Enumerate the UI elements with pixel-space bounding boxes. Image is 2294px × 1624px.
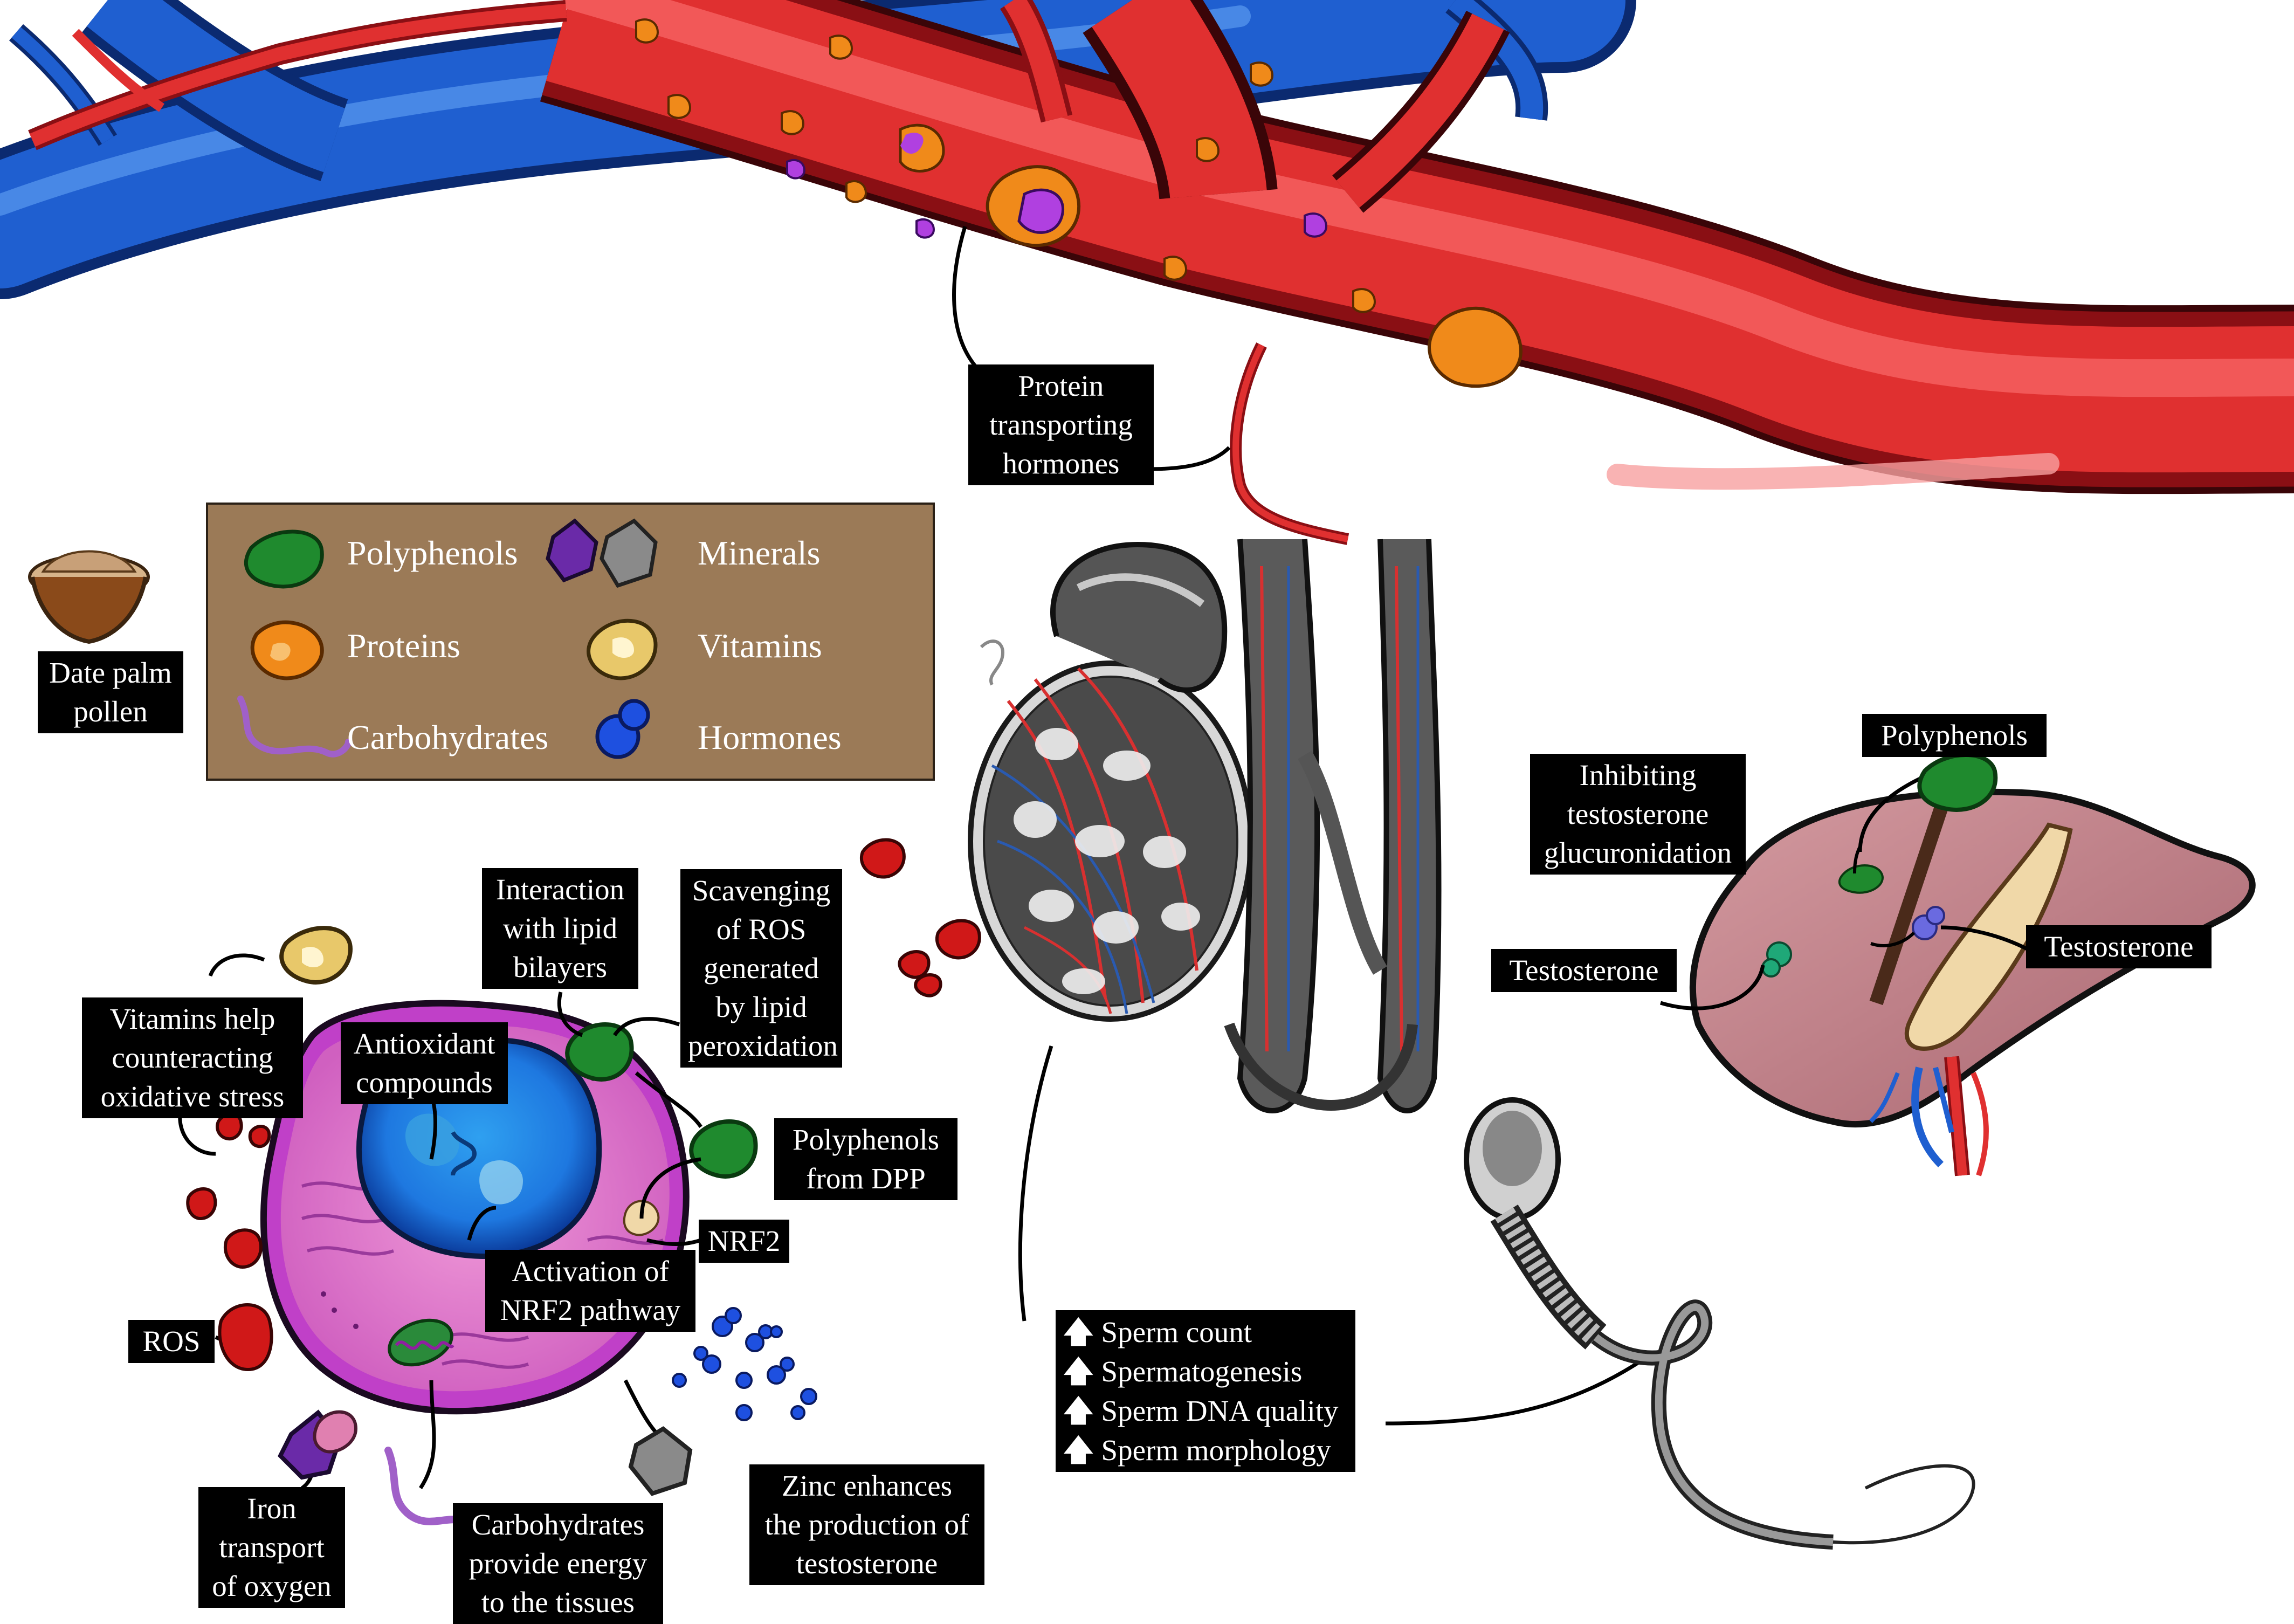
liver-illustration	[1689, 788, 2256, 1176]
connector-liver-testosterone-left	[1659, 965, 1765, 1010]
nrf2-label: NRF2	[699, 1220, 789, 1263]
connector-testis-outcomes	[1018, 1045, 1053, 1322]
pollen-bowl-icon	[28, 550, 150, 644]
connector-protein	[952, 225, 977, 368]
polyphenols-dpp-icon	[689, 1119, 758, 1179]
sperm-outcomes-list: 🡅Sperm count 🡅Spermatogenesis 🡅Sperm DNA…	[1056, 1310, 1355, 1472]
connector-liver-testosterone-right	[1940, 925, 2028, 951]
testosterone-left-label: Testosterone	[1491, 949, 1677, 992]
up-arrow-icon: 🡅	[1063, 1315, 1094, 1349]
legend-label-vitamins: Vitamins	[698, 627, 822, 665]
blood-particles	[635, 18, 1523, 388]
polyphenols-icon	[244, 529, 324, 589]
polyphenols-liver-icon	[1917, 753, 1998, 812]
ros-label: ROS	[128, 1320, 215, 1363]
legend-label-proteins: Proteins	[347, 627, 460, 665]
legend-label-carbohydrates: Carbohydrates	[347, 718, 549, 756]
polyphenols-membrane-icon	[565, 1022, 634, 1082]
legend-label-hormones: Hormones	[698, 718, 842, 756]
legend-label-polyphenols: Polyphenols	[347, 534, 518, 572]
up-arrow-icon: 🡅	[1063, 1433, 1094, 1467]
up-arrow-icon: 🡅	[1063, 1354, 1094, 1388]
testosterone-right-label: Testosterone	[2026, 925, 2212, 968]
sperm-illustration	[1464, 1097, 1975, 1550]
minerals-purple-icon	[546, 518, 598, 583]
up-arrow-icon: 🡅	[1063, 1393, 1094, 1428]
hormone-particles	[672, 1307, 817, 1421]
outcome-item: 🡅Spermatogenesis	[1063, 1354, 1303, 1388]
connector-protein-testis	[1148, 446, 1231, 471]
outcome-item: 🡅Sperm count	[1063, 1315, 1252, 1349]
ros-particles	[186, 838, 981, 1372]
outcome-item: 🡅Sperm DNA quality	[1063, 1393, 1339, 1428]
liver-polyphenols-label: Polyphenols	[1862, 714, 2047, 757]
outcome-item: 🡅Sperm morphology	[1063, 1433, 1331, 1467]
minerals-gray-icon	[600, 518, 658, 588]
carbohydrates-icon	[237, 696, 352, 758]
connector-outcomes-sperm	[1385, 1357, 1645, 1426]
testis-illustration	[968, 539, 1442, 1113]
zinc-mineral-icon	[628, 1426, 693, 1496]
legend: Polyphenols Proteins Carbohydrates Miner…	[206, 503, 935, 781]
artery	[28, 0, 2294, 545]
legend-label-minerals: Minerals	[698, 534, 821, 572]
